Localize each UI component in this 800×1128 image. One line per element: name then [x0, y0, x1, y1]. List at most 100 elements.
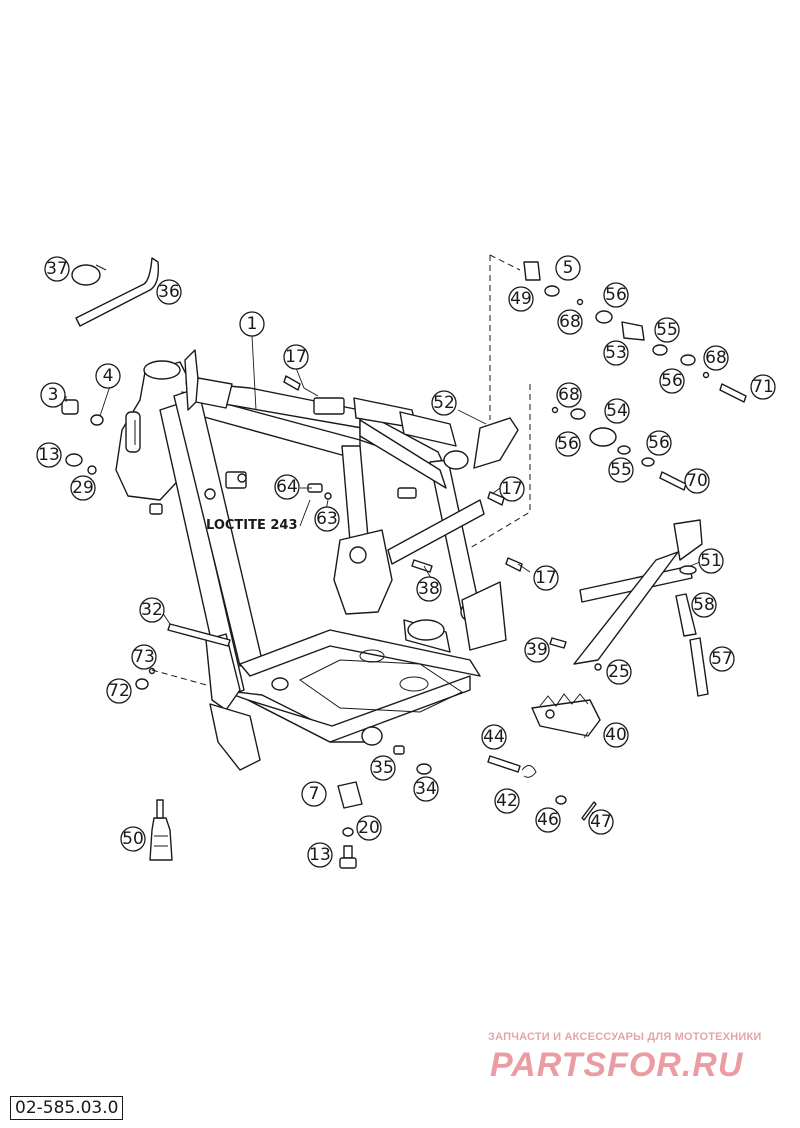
- callout: 38: [416, 576, 442, 602]
- svg-text:46: 46: [537, 810, 559, 830]
- callout: 35: [370, 755, 396, 781]
- callout: 73: [131, 644, 157, 670]
- callout: 34: [413, 776, 439, 802]
- svg-text:38: 38: [418, 579, 440, 599]
- callout: 3: [40, 382, 66, 408]
- svg-text:56: 56: [661, 371, 683, 391]
- callout: 53: [603, 340, 629, 366]
- callout: 68: [556, 382, 582, 408]
- svg-text:68: 68: [559, 312, 581, 332]
- svg-text:73: 73: [133, 647, 155, 667]
- callout: 32: [139, 597, 165, 623]
- callout: 39: [524, 637, 550, 663]
- svg-text:36: 36: [158, 282, 180, 302]
- svg-text:29: 29: [72, 478, 94, 498]
- callout: 64: [274, 474, 300, 500]
- callout: 42: [494, 788, 520, 814]
- callout: 63: [314, 506, 340, 532]
- callout: 56: [603, 282, 629, 308]
- svg-text:50: 50: [122, 829, 144, 849]
- svg-text:4: 4: [103, 366, 114, 386]
- loctite-note: LOCTITE 243: [206, 518, 298, 533]
- callout: 5: [555, 255, 581, 281]
- callout: 70: [684, 468, 710, 494]
- callout: 13: [307, 842, 333, 868]
- svg-text:1: 1: [247, 314, 258, 334]
- callout: 71: [750, 374, 776, 400]
- svg-text:39: 39: [526, 640, 548, 660]
- svg-text:52: 52: [433, 393, 455, 413]
- svg-text:34: 34: [415, 779, 437, 799]
- callout: 46: [535, 807, 561, 833]
- callout: 52: [431, 390, 457, 416]
- callout: 68: [557, 309, 583, 335]
- svg-text:32: 32: [141, 600, 163, 620]
- svg-text:13: 13: [309, 845, 331, 865]
- svg-text:56: 56: [605, 285, 627, 305]
- svg-text:49: 49: [510, 289, 532, 309]
- svg-text:58: 58: [693, 595, 715, 615]
- callout: 47: [588, 809, 614, 835]
- svg-text:47: 47: [590, 812, 612, 832]
- callout: 29: [70, 475, 96, 501]
- callout: 68: [703, 345, 729, 371]
- callout: 51: [698, 548, 724, 574]
- svg-text:35: 35: [372, 758, 394, 778]
- svg-text:7: 7: [309, 784, 320, 804]
- svg-text:63: 63: [316, 509, 338, 529]
- svg-text:54: 54: [606, 401, 628, 421]
- svg-text:55: 55: [656, 320, 678, 340]
- callout: 7: [301, 781, 327, 807]
- callout: 58: [691, 592, 717, 618]
- svg-text:17: 17: [501, 479, 523, 499]
- svg-text:40: 40: [605, 725, 627, 745]
- svg-text:51: 51: [700, 551, 722, 571]
- svg-text:42: 42: [496, 791, 518, 811]
- callout: 17: [499, 476, 525, 502]
- callout: 17: [283, 344, 309, 370]
- callout: 55: [608, 457, 634, 483]
- callout: 25: [606, 659, 632, 685]
- watermark-caption: ЗАПЧАСТИ И АКСЕССУАРЫ ДЛЯ МОТОТЕХНИКИ: [488, 1031, 762, 1043]
- callout: 56: [555, 431, 581, 457]
- svg-text:44: 44: [483, 727, 505, 747]
- loose-parts: [61, 254, 747, 869]
- svg-text:17: 17: [535, 568, 557, 588]
- callouts: 1 3 4 5 7 13 13 17 17 17 20 25 29 32 34 …: [36, 255, 776, 868]
- svg-text:56: 56: [557, 434, 579, 454]
- callout: 13: [36, 442, 62, 468]
- frame-drawing: [115, 349, 507, 771]
- callout: 56: [659, 368, 685, 394]
- svg-text:20: 20: [358, 818, 380, 838]
- svg-text:64: 64: [276, 477, 298, 497]
- callout: 4: [95, 363, 121, 389]
- diagram-code: 02-585.03.0: [10, 1096, 124, 1120]
- callout: 49: [508, 286, 534, 312]
- callout: 44: [481, 724, 507, 750]
- svg-text:17: 17: [285, 347, 307, 367]
- svg-text:70: 70: [686, 471, 708, 491]
- watermark-logo: PARTSFOR.RU: [490, 1046, 744, 1084]
- svg-text:3: 3: [48, 385, 59, 405]
- callout: 37: [44, 256, 70, 282]
- svg-text:72: 72: [108, 681, 130, 701]
- callout: 57: [709, 646, 735, 672]
- callout: 36: [156, 279, 182, 305]
- svg-text:5: 5: [563, 258, 574, 278]
- svg-text:57: 57: [711, 649, 733, 669]
- svg-text:25: 25: [608, 662, 630, 682]
- svg-text:71: 71: [752, 377, 774, 397]
- svg-text:56: 56: [648, 433, 670, 453]
- callout: 20: [356, 815, 382, 841]
- callout: 56: [646, 430, 672, 456]
- svg-text:55: 55: [610, 460, 632, 480]
- callout: 54: [604, 398, 630, 424]
- svg-text:37: 37: [46, 259, 68, 279]
- callout: 72: [106, 678, 132, 704]
- callout: 1: [239, 311, 265, 337]
- svg-text:68: 68: [558, 385, 580, 405]
- callout: 40: [603, 722, 629, 748]
- callout: 50: [120, 826, 146, 852]
- svg-text:13: 13: [38, 445, 60, 465]
